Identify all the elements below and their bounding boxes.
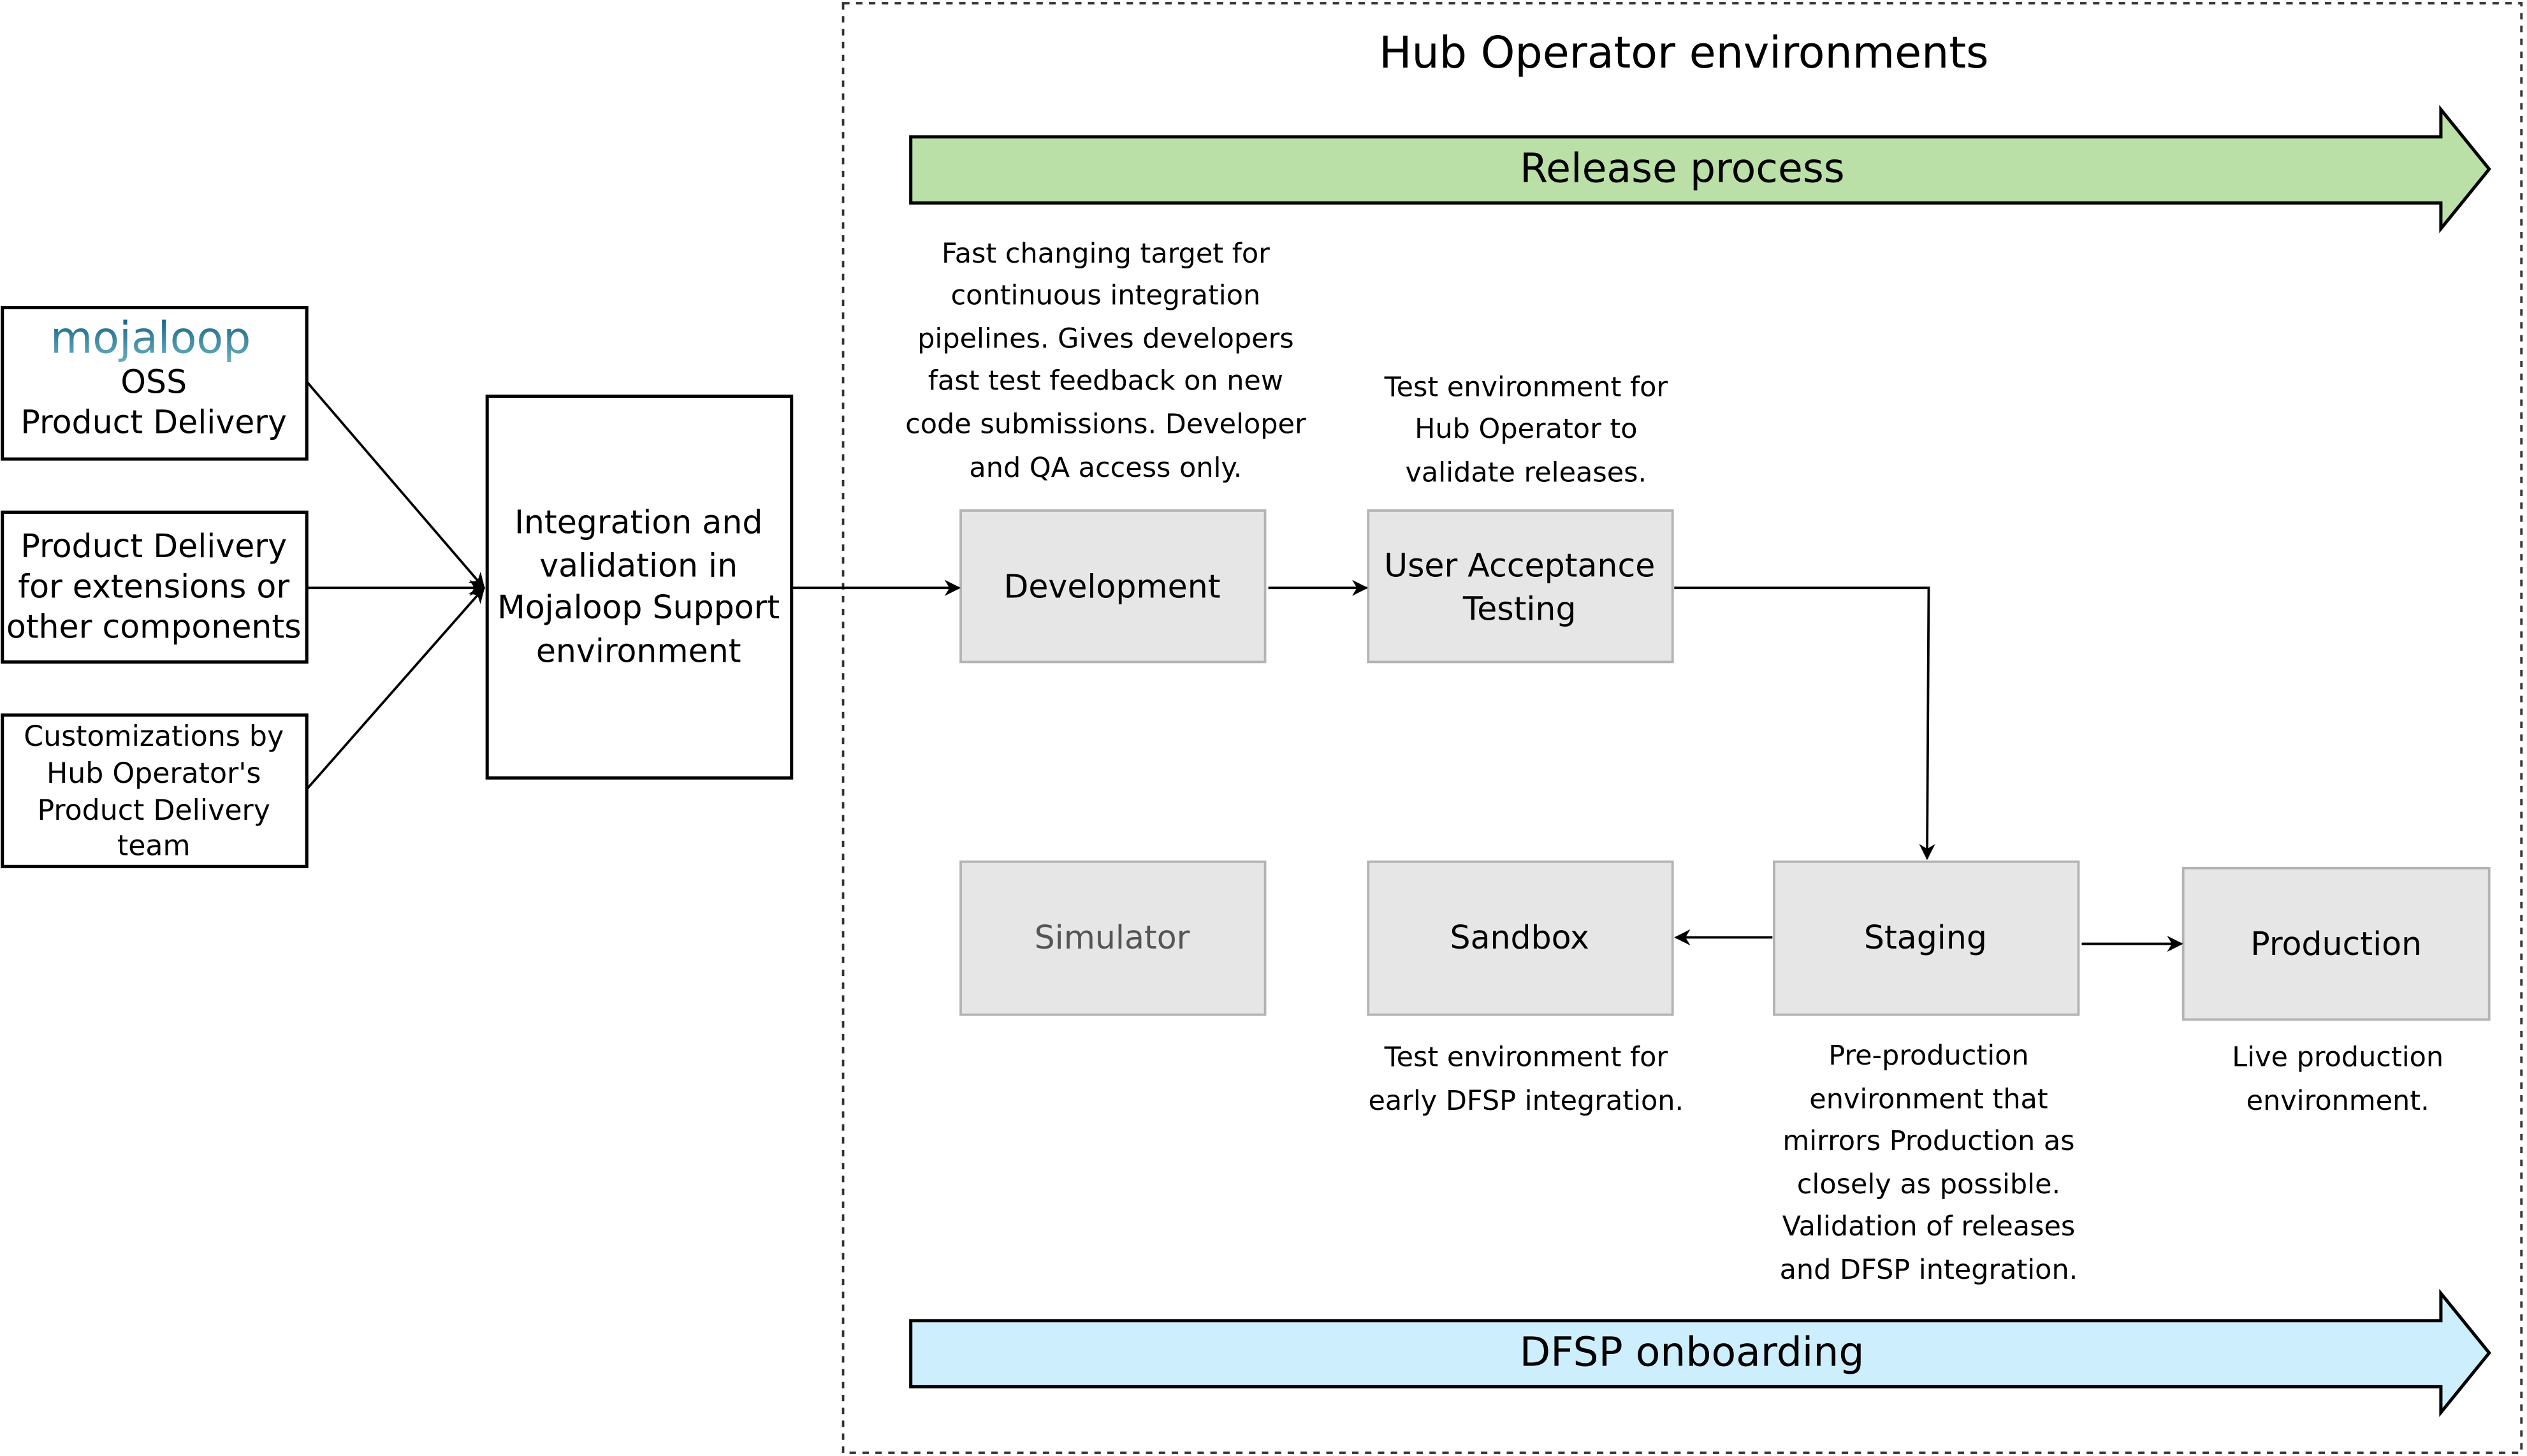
hub-operator-container	[841, 2, 2523, 1454]
description-line: Hub Operator to	[1415, 413, 1637, 445]
box-text: team	[117, 830, 191, 863]
edge-oss-to-integration	[305, 381, 485, 590]
box-text: Customizations by	[24, 720, 284, 753]
description-line: fast test feedback on new	[928, 365, 1283, 397]
description-line: early DFSP integration.	[1368, 1085, 1684, 1117]
sandbox-description: Test environment for early DFSP integrat…	[1368, 1042, 1684, 1117]
box-text: for extensions or	[18, 567, 289, 605]
description-line: and QA access only.	[969, 452, 1242, 484]
description-line: Live production	[2232, 1042, 2443, 1074]
integration-box: Integration and validation in Mojaloop S…	[485, 395, 794, 780]
development-box: Development	[959, 509, 1267, 664]
staging-description: Pre-production environment that mirrors …	[1780, 1040, 2078, 1286]
release-process-label: Release process	[1520, 145, 1845, 192]
extensions-box: Product Delivery for extensions or other…	[1, 510, 309, 664]
description-line: pipelines. Gives developers	[917, 323, 1293, 355]
uat-box: User Acceptance Testing	[1367, 509, 1674, 664]
development-description: Fast changing target for continuous inte…	[905, 238, 1306, 484]
box-text: Hub Operator's	[47, 757, 261, 790]
oss-product-delivery-box: mojaloop OSS Product Delivery	[1, 306, 309, 461]
description-line: and DFSP integration.	[1780, 1254, 2078, 1286]
box-text: environment	[536, 632, 741, 669]
box-text: Production	[2250, 925, 2422, 963]
description-line: Pre-production	[1828, 1040, 2028, 1072]
box-text: Simulator	[1035, 919, 1190, 956]
box-text: Integration and	[514, 503, 762, 541]
box-text: Development	[1003, 567, 1220, 605]
box-text: Product Delivery	[20, 527, 287, 565]
box-text: Product Delivery	[20, 404, 287, 441]
simulator-box: Simulator	[959, 860, 1267, 1016]
description-line: mirrors Production as	[1782, 1125, 2074, 1157]
customizations-box: Customizations by Hub Operator's Product…	[1, 713, 309, 868]
box-text: Sandbox	[1450, 919, 1589, 956]
mojaloop-logo: mojaloop	[50, 313, 251, 363]
description-line: Test environment for	[1384, 372, 1668, 404]
dfsp-onboarding-label: DFSP onboarding	[1520, 1329, 1865, 1376]
edge-uat-to-staging	[1674, 586, 1935, 861]
container-title: Hub Operator environments	[1379, 28, 1988, 78]
box-text: validation in	[539, 547, 738, 585]
production-description: Live production environment.	[2232, 1042, 2443, 1117]
release-process-arrow	[909, 105, 2491, 233]
uat-description: Test environment for Hub Operator to val…	[1384, 372, 1668, 489]
box-text: other components	[6, 608, 302, 646]
dfsp-onboarding-arrow	[909, 1288, 2491, 1417]
description-line: environment.	[2247, 1085, 2429, 1117]
box-text: OSS	[120, 363, 187, 400]
description-line: Test environment for	[1384, 1042, 1668, 1074]
sandbox-box: Sandbox	[1367, 860, 1674, 1016]
description-line: environment that	[1809, 1083, 2048, 1115]
description-line: Validation of releases	[1782, 1211, 2076, 1242]
description-line: continuous integration	[951, 280, 1261, 312]
box-text: User Acceptance	[1384, 547, 1655, 585]
description-line: closely as possible.	[1797, 1168, 2060, 1200]
description-line: validate releases.	[1406, 456, 1647, 488]
description-line: code submissions. Developer	[905, 409, 1306, 440]
box-text: Product Delivery	[38, 794, 270, 827]
box-text: Testing	[1462, 590, 1577, 628]
description-line: Fast changing target for	[942, 238, 1270, 270]
staging-box: Staging	[1773, 860, 2080, 1016]
box-text: Mojaloop Support	[497, 588, 780, 626]
edge-customizations-to-integration	[305, 586, 485, 790]
production-box: Production	[2181, 866, 2491, 1021]
box-text: Staging	[1864, 919, 1987, 956]
